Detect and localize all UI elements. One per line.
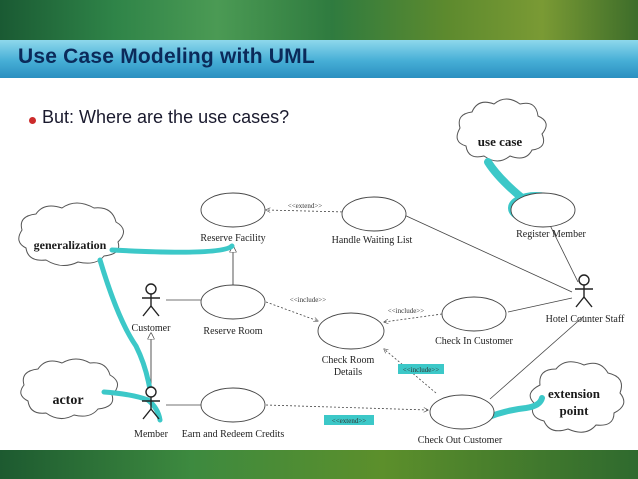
usecase-register-member[interactable]	[510, 192, 576, 228]
slide-title: Use Case Modeling with UML	[18, 45, 315, 68]
label-include-checkout: <<include>>	[403, 366, 439, 374]
bottom-decorative-band	[0, 450, 638, 479]
label-check-out-customer: Check Out Customer	[418, 435, 503, 446]
use-case-ellipses	[200, 192, 576, 430]
label-check-in-customer: Check In Customer	[435, 336, 513, 347]
label-extend-top: <<extend>>	[288, 202, 323, 210]
callout-use-case-label: use case	[478, 134, 523, 149]
usecase-reserve-facility[interactable]	[200, 192, 266, 228]
actor-hotel-staff-figure[interactable]	[575, 274, 593, 308]
callout-extension-point-line-1: extension	[548, 386, 601, 401]
usecase-check-in-customer[interactable]	[441, 296, 507, 332]
label-actor-hotel-staff: Hotel Counter Staff	[546, 314, 625, 325]
usecase-earn-redeem-credits[interactable]	[200, 387, 266, 423]
actor-customer-figure[interactable]	[142, 283, 160, 317]
dependency-lines	[266, 210, 443, 410]
label-reserve-facility: Reserve Facility	[200, 233, 265, 244]
cloud-extension-point: extension point	[529, 361, 625, 433]
usecase-reserve-room[interactable]	[200, 284, 266, 320]
label-handle-waiting-list: Handle Waiting List	[332, 235, 413, 246]
callout-generalization-label: generalization	[34, 238, 107, 252]
cloud-use-case: use case	[456, 98, 547, 162]
highlight-strokes	[97, 158, 564, 427]
label-actor-member: Member	[134, 429, 169, 440]
extend-highlight-box	[324, 415, 374, 425]
bullet-marker	[29, 117, 36, 124]
usecase-check-room-details[interactable]	[317, 312, 385, 350]
label-earn-redeem-credits: Earn and Redeem Credits	[182, 429, 285, 440]
top-decorative-band	[0, 0, 638, 40]
callout-actor-label: actor	[52, 393, 83, 408]
label-include-checkin: <<include>>	[388, 307, 424, 315]
title-bar	[0, 40, 638, 78]
callout-extension-point-line-2: point	[560, 403, 590, 418]
label-check-room-details-line-1: Check Room	[322, 355, 375, 366]
bullet-text: But: Where are the use cases?	[42, 107, 290, 127]
label-extend-bottom: <<extend>>	[332, 417, 367, 425]
label-include-reserve: <<include>>	[290, 296, 326, 304]
label-reserve-room: Reserve Room	[203, 326, 262, 337]
actor-member-figure[interactable]	[142, 386, 160, 420]
cloud-actor: actor	[20, 358, 118, 419]
usecase-handle-waiting-list[interactable]	[341, 196, 407, 232]
usecase-check-out-customer[interactable]	[429, 394, 495, 430]
label-register-member: Register Member	[516, 229, 586, 240]
include-highlight-box	[398, 364, 444, 374]
cloud-generalization: generalization	[18, 202, 124, 266]
label-check-room-details-line-2: Details	[334, 367, 362, 378]
label-actor-customer: Customer	[132, 323, 172, 334]
